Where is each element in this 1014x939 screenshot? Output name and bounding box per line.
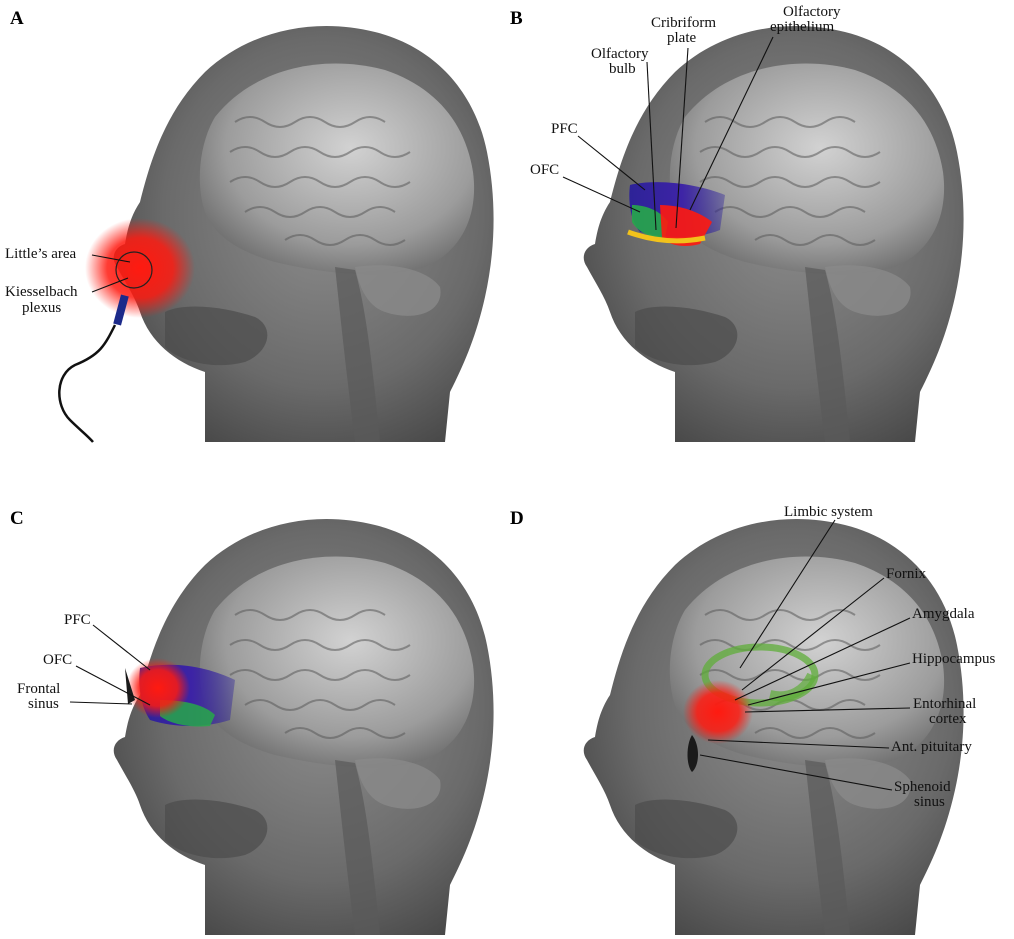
label-limbic-system: Limbic system <box>784 504 873 520</box>
panel-letter-d: D <box>510 508 524 529</box>
leader-pfc-c <box>92 624 151 671</box>
label-pfc-b: PFC <box>551 121 578 137</box>
panel-letter-c: C <box>10 508 24 529</box>
leader-fornix <box>741 577 885 691</box>
stimulation-area <box>85 218 195 318</box>
little-area-circle <box>115 251 153 289</box>
label-sphenoid-2: sinus <box>914 794 945 810</box>
label-sphenoid-1: Sphenoid <box>894 779 951 795</box>
label-cribriform-2: plate <box>667 30 696 46</box>
label-entorhinal-1: Entorhinal <box>913 696 976 712</box>
label-kiesselbach-1: Kiesselbach <box>5 284 78 300</box>
label-fornix: Fornix <box>886 566 927 582</box>
panel-c: C PFC OFC Frontal sinus <box>10 508 495 936</box>
label-ofc-c: OFC <box>43 652 72 668</box>
limbic-ring <box>701 643 819 707</box>
electrode-cable <box>58 324 117 443</box>
panel-b: B Olfactory epithelium Cribriform plate … <box>510 4 965 443</box>
label-olf-bulb-1: Olfactory <box>591 46 649 62</box>
label-hippocampus: Hippocampus <box>912 651 995 667</box>
leader-olf-bulb <box>646 61 657 231</box>
leader-cribriform <box>675 47 689 229</box>
olfactory-bulb-tract <box>627 229 706 244</box>
head-illustration <box>112 517 495 936</box>
electrode <box>113 294 129 326</box>
stimulation-area <box>683 680 753 744</box>
label-frontal-sinus-1: Frontal <box>17 681 60 697</box>
leader-hippocampus <box>747 662 911 706</box>
ofc-region <box>632 205 668 238</box>
label-pfc-c: PFC <box>64 612 91 628</box>
leader-amygdala <box>734 617 911 701</box>
label-olf-epithelium-2: epithelium <box>770 19 834 35</box>
label-amygdala: Amygdala <box>912 606 975 622</box>
label-olf-bulb-2: bulb <box>609 61 636 77</box>
label-littles-area: Little’s area <box>5 246 77 262</box>
panel-letter-b: B <box>510 8 523 29</box>
olfactory-red-region <box>660 205 712 246</box>
leader-kiesselbach <box>91 277 129 293</box>
label-ofc-b: OFC <box>530 162 559 178</box>
label-olf-epithelium-1: Olfactory <box>783 4 841 20</box>
leader-ant-pituitary <box>707 739 890 749</box>
leader-sphenoid <box>699 754 893 791</box>
leader-entorhinal <box>744 707 911 713</box>
label-ant-pituitary: Ant. pituitary <box>891 739 972 755</box>
leader-limbic-system <box>739 519 836 669</box>
leader-ofc-b <box>562 176 641 213</box>
label-entorhinal-2: cortex <box>929 711 967 727</box>
sphenoid-sinus <box>687 735 698 772</box>
panel-d: D Limbic system Fornix Amygdala Hippocam… <box>510 504 995 936</box>
label-frontal-sinus-2: sinus <box>28 696 59 712</box>
panel-letter-a: A <box>10 8 24 29</box>
leader-ofc-c <box>75 665 151 706</box>
leader-olf-epithelium <box>689 36 774 211</box>
label-cribriform-1: Cribriform <box>651 15 716 31</box>
leader-littles-area <box>91 254 131 263</box>
leader-pfc-b <box>577 135 646 191</box>
leader-frontal-sinus <box>69 701 133 705</box>
frontal-sinus <box>125 668 135 704</box>
panel-a: A Little’s area Kiesselbach plexus <box>5 8 495 443</box>
stimulation-area <box>126 658 190 718</box>
label-kiesselbach-2: plexus <box>22 300 61 316</box>
